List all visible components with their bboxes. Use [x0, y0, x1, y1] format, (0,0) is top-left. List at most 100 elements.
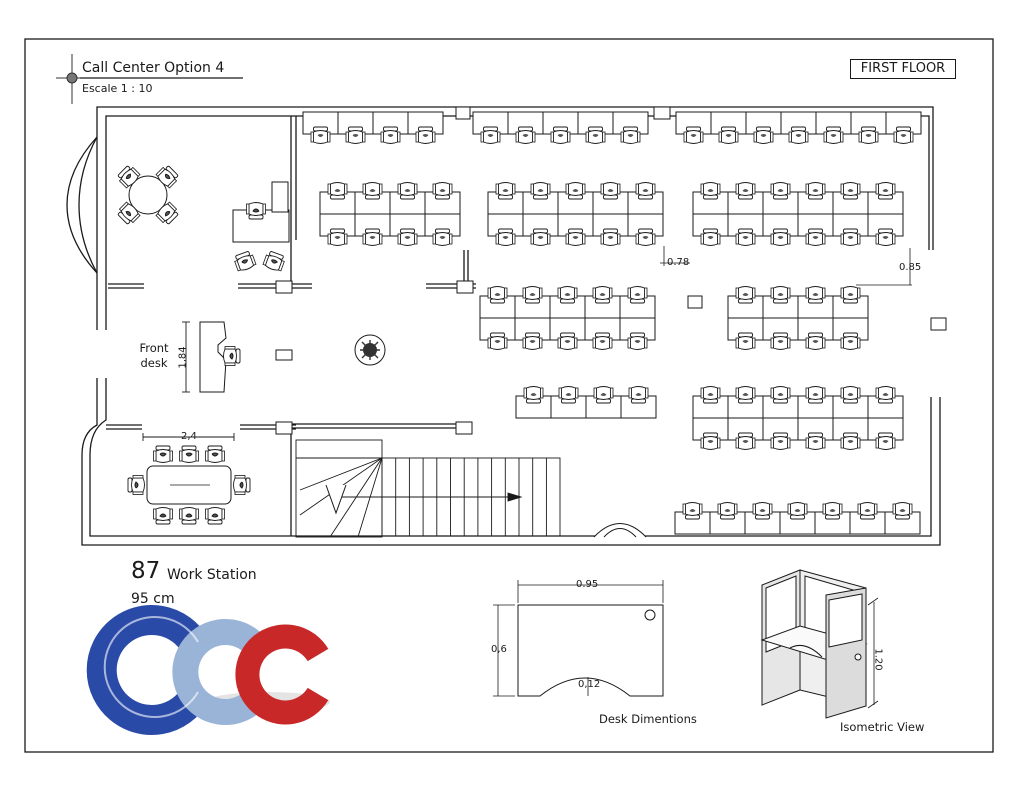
workstation-chair: [717, 502, 738, 520]
workstation-chair: [752, 502, 773, 520]
workstation-chair: [735, 432, 756, 450]
workstation-chair: [592, 332, 613, 350]
workstation-chair: [635, 228, 656, 246]
workstation-chair: [565, 182, 586, 200]
workstation-chair: [558, 386, 579, 404]
workstation-chair: [515, 126, 536, 144]
workstation-chair: [530, 228, 551, 246]
workstation-chair: [893, 126, 914, 144]
workstation-chair: [753, 126, 774, 144]
workstation-chair: [875, 386, 896, 404]
workstation-chair: [327, 228, 348, 246]
meeting-table: [127, 433, 251, 525]
front-desk-label: Front desk: [139, 341, 169, 370]
workstation-chair: [858, 126, 879, 144]
isometric-cubicle-drawing: [760, 569, 879, 719]
reception-office: [115, 163, 290, 273]
workstation-chair: [735, 332, 756, 350]
workstation-chair: [522, 286, 543, 304]
workstation-chair: [822, 502, 843, 520]
workstation-chair: [770, 182, 791, 200]
workstation-chair: [432, 182, 453, 200]
workstation-chair: [787, 502, 808, 520]
workstation-chair: [635, 182, 656, 200]
workstation-chair: [770, 432, 791, 450]
workstation-chair: [805, 286, 826, 304]
workstation-chair: [770, 332, 791, 350]
workstation-chair: [628, 386, 649, 404]
workstation-chair: [565, 228, 586, 246]
workstation-chair: [770, 286, 791, 304]
workstation-chair: [682, 502, 703, 520]
workstation-chair: [557, 286, 578, 304]
meeting-table-dimension: 2,4: [181, 431, 197, 442]
workstation-chair: [875, 228, 896, 246]
plan-title: Call Center Option 4: [82, 60, 225, 76]
workstation-chair: [805, 182, 826, 200]
entrance-door: [593, 523, 647, 538]
workstation-chair: [593, 386, 614, 404]
workstation-chair: [805, 386, 826, 404]
workstation-chair: [585, 126, 606, 144]
workstation-chair: [480, 126, 501, 144]
workstation-chair: [362, 228, 383, 246]
workstation-chair: [557, 332, 578, 350]
workstation-chair: [700, 386, 721, 404]
workstation-chair: [805, 332, 826, 350]
workstation-chair: [487, 286, 508, 304]
workstation-chair: [700, 228, 721, 246]
workstation-chair: [397, 182, 418, 200]
workstation-chair: [345, 126, 366, 144]
workstation-chair: [627, 286, 648, 304]
workstation-chair: [327, 182, 348, 200]
workstation-chair: [310, 126, 331, 144]
desk-dimension-drawing: [493, 580, 664, 697]
workstation-chair: [892, 502, 913, 520]
workstation-chair: [620, 126, 641, 144]
workstation-chair: [805, 432, 826, 450]
workstation-chair: [805, 228, 826, 246]
workstation-chair: [735, 286, 756, 304]
workstation-chair: [550, 126, 571, 144]
workstation-chair: [600, 228, 621, 246]
workstation-chair: [857, 502, 878, 520]
workstation-chair: [700, 182, 721, 200]
cdc-logo: [86, 605, 330, 735]
workstation-chair: [380, 126, 401, 144]
workstation-chair: [592, 286, 613, 304]
workstation-count: 87: [131, 558, 161, 584]
workstation-chair: [627, 332, 648, 350]
desk-dimension-caption: Desk Dimentions: [599, 712, 697, 726]
workstation-chair: [432, 228, 453, 246]
workstation-chair: [523, 386, 544, 404]
plan-dimensions: [660, 246, 912, 286]
workstation-chair: [840, 182, 861, 200]
floor-badge: FIRST FLOOR: [850, 59, 956, 79]
workstation-chair: [683, 126, 704, 144]
plant-icon: [354, 334, 386, 366]
workstation-chair: [735, 228, 756, 246]
workstation-chair: [600, 182, 621, 200]
workstation-chair: [495, 182, 516, 200]
workstation-chair: [788, 126, 809, 144]
aisle-dimension: 0.78: [667, 257, 690, 268]
workstation-chair: [735, 386, 756, 404]
workstation-count-label: Work Station: [167, 567, 257, 583]
workstation-chair: [487, 332, 508, 350]
workstation-chair: [770, 386, 791, 404]
workstation-chair: [718, 126, 739, 144]
columns: [275, 106, 947, 435]
workstation-chair: [397, 228, 418, 246]
workstation-chair: [840, 432, 861, 450]
desk-depth-dimension: 0,6: [491, 644, 507, 655]
front-desk: [182, 321, 241, 393]
workstation-chair: [530, 182, 551, 200]
workstation-chair: [700, 432, 721, 450]
workstation-chair: [840, 228, 861, 246]
staircase: [295, 439, 561, 538]
workstation-chair: [875, 432, 896, 450]
desk-curve-dimension: 0,12: [578, 679, 601, 690]
workstation-chair: [875, 182, 896, 200]
workstation-chair: [735, 182, 756, 200]
